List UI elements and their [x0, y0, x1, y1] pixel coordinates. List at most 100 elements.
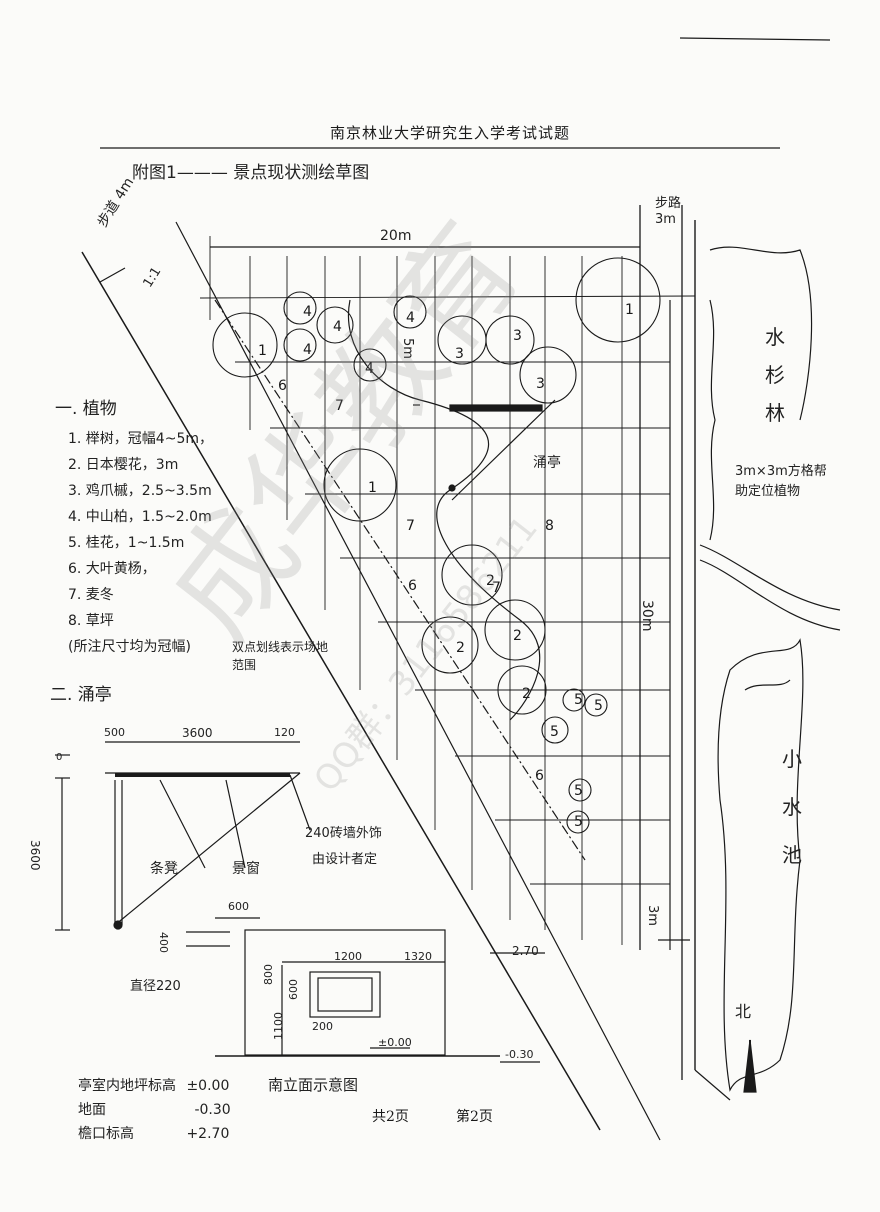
elev-dim: 600	[228, 900, 249, 913]
dim-label: 3600	[182, 726, 213, 740]
tree-canopy	[421, 616, 479, 674]
site-boundary-line	[214, 299, 586, 861]
tree-label: 2	[513, 628, 522, 644]
level-note-label: 亭室内地坪标高	[78, 1078, 176, 1094]
tree-canopy	[283, 328, 317, 362]
zone-label: 7	[335, 398, 344, 414]
forest-edge	[709, 246, 813, 541]
level-note-row: 檐口标高 +2.70	[78, 1122, 231, 1146]
level-note-value: +2.70	[186, 1126, 230, 1142]
boundary-note: 双点划线表示场地范围	[232, 640, 329, 672]
grid-3m-label: 3m	[645, 905, 660, 926]
road-tick	[99, 267, 126, 283]
stream	[699, 544, 841, 631]
pavilion-diagonal	[451, 399, 556, 501]
level-note-row: 地面 -0.30	[78, 1098, 231, 1122]
window-label: 景窗	[232, 861, 260, 877]
dim-20m-label: 20m	[380, 228, 412, 244]
pavilion-label: 涌亭	[533, 455, 561, 471]
zone-label: 6	[535, 768, 544, 784]
tree-label: 1	[258, 343, 267, 359]
grid-note: 3m×3m方格帮助定位植物	[735, 464, 827, 499]
plants-title: 一. 植物	[55, 399, 117, 419]
tree-canopy	[485, 315, 535, 365]
page-total: 共2页	[372, 1109, 409, 1125]
tree-label: 4	[406, 310, 415, 326]
pond-rocks	[744, 679, 791, 691]
road-edge-line	[81, 251, 601, 1131]
tree-canopy	[283, 291, 317, 325]
pavilion-title: 二. 涌亭	[50, 685, 112, 705]
plant-item: 7. 麦冬	[68, 587, 114, 603]
plant-item: 4. 中山柏，1.5~2.0m	[68, 509, 212, 525]
dim-label: 120	[274, 726, 295, 739]
exam-header: 南京林业大学研究生入学考试试题	[330, 124, 571, 142]
level-note-label: 檐口标高	[78, 1126, 134, 1142]
tree-canopy	[484, 599, 546, 661]
pond-outline	[717, 638, 804, 1092]
elev-dim: 600	[287, 979, 300, 1000]
tree-canopy	[541, 716, 569, 744]
dim-label: 3600	[28, 840, 42, 871]
dim-label: 0	[56, 752, 63, 763]
pavilion-plan	[55, 741, 311, 931]
tree-label: 5	[594, 698, 603, 714]
dim-30m-label: 30m	[639, 600, 655, 632]
south-elevation	[186, 917, 545, 1063]
road-right-label: 步路 3m	[655, 196, 682, 227]
tree-label: 3	[513, 328, 522, 344]
tree-canopy	[212, 312, 278, 378]
tree-label: 5	[574, 783, 583, 799]
level-note-label: 地面	[78, 1102, 106, 1118]
figure-title: 附图1——— 景点现状测绘草图	[132, 163, 370, 183]
zone-label: 7	[406, 518, 415, 534]
elev-dim: 1320	[404, 950, 432, 963]
grid-vertical	[209, 205, 683, 1080]
tree-label: 4	[303, 304, 312, 320]
tree-canopy	[497, 665, 547, 715]
dim-label: 500	[104, 726, 125, 739]
plant-item: 8. 草坪	[68, 613, 114, 629]
tree-label: 5	[550, 724, 559, 740]
elev-dim: 1100	[272, 1012, 285, 1040]
north-arrow-head	[743, 1039, 757, 1093]
tree-label: 3	[455, 346, 464, 362]
tree-canopy	[562, 688, 586, 712]
level-note-row: 亭室内地坪标高 ±0.00	[78, 1074, 231, 1098]
tree-label: 3	[536, 376, 545, 392]
tree-canopy	[566, 810, 590, 834]
pavilion-point	[448, 484, 456, 492]
forest-label: 水杉林	[765, 325, 785, 425]
plant-item: 3. 鸡爪槭，2.5~3.5m	[68, 483, 212, 499]
tree-canopy	[568, 778, 592, 802]
tree-labels: 1 4 4 4 4 4 3 3 3 1 1 2 2 2 2 5 5 5 5 5 …	[258, 302, 634, 830]
tree-label: 1	[625, 302, 634, 318]
zone-label: 7	[492, 580, 501, 596]
plant-item: 6. 大叶黄杨，	[68, 561, 156, 577]
plant-item: 2. 日本樱花，3m	[68, 457, 179, 473]
tree-canopy	[316, 306, 354, 344]
page-current: 第2页	[456, 1109, 493, 1125]
bench-label: 条凳	[150, 861, 178, 877]
tree-label: 1	[368, 480, 377, 496]
zone-label: 6	[278, 378, 287, 394]
tree-label: 2	[486, 573, 495, 589]
elev-level: ±0.00	[378, 1036, 412, 1049]
plant-list: 1. 榉树，冠幅4~5m， 2. 日本樱花，3m 3. 鸡爪槭，2.5~3.5m…	[68, 426, 213, 660]
zone-label: 6	[408, 578, 417, 594]
elev-dim: 1200	[334, 950, 362, 963]
elev-dim: 200	[312, 1020, 333, 1033]
tree-canopy	[393, 295, 427, 329]
top-edge-line	[679, 37, 831, 41]
level-notes: 亭室内地坪标高 ±0.00 地面 -0.30 檐口标高 +2.70	[78, 1074, 231, 1146]
north-label: 北	[735, 1002, 752, 1021]
wall-plan	[449, 404, 543, 412]
wall-note: 240砖墙外饰	[305, 826, 382, 841]
level-note-value: ±0.00	[186, 1078, 230, 1094]
elev-dim: 400	[157, 932, 170, 953]
elev-level: 2.70	[512, 944, 539, 958]
plant-item: 5. 桂花，1~1.5m	[68, 535, 185, 551]
tree-label: 4	[333, 319, 342, 335]
